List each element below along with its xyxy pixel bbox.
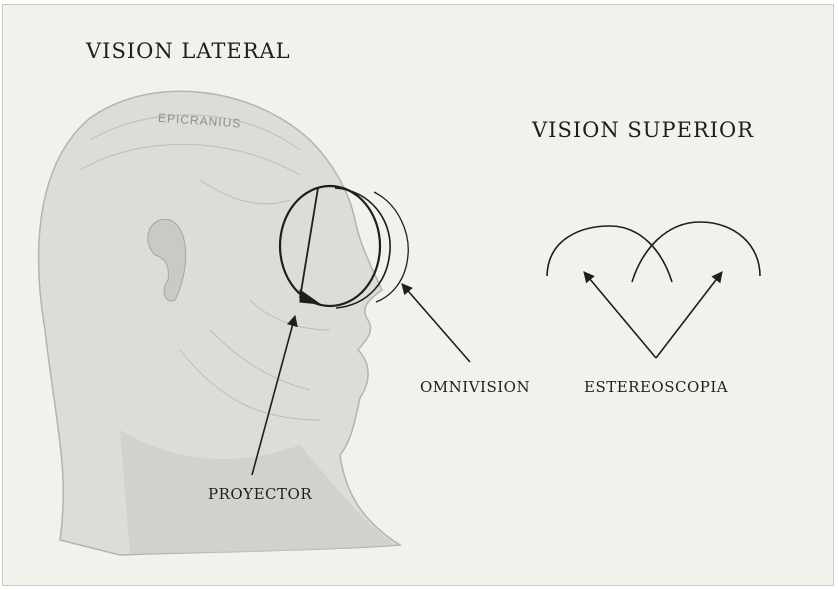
vision-superior-title: VISION SUPERIOR — [531, 118, 754, 142]
right-field-arc — [632, 222, 760, 282]
omnivision-label: OMNIVISION — [420, 378, 530, 396]
left-eye-arrow — [584, 272, 656, 358]
omnivision-arrow — [402, 284, 470, 362]
left-field-arc — [547, 226, 672, 282]
right-eye-arrow — [656, 272, 722, 358]
estereoscopia-label: ESTEREOSCOPIA — [584, 378, 728, 396]
proyector-label: PROYECTOR — [208, 485, 312, 503]
vision-lateral-title: VISION LATERAL — [85, 39, 291, 63]
stereoscopy-diagram — [547, 222, 760, 358]
